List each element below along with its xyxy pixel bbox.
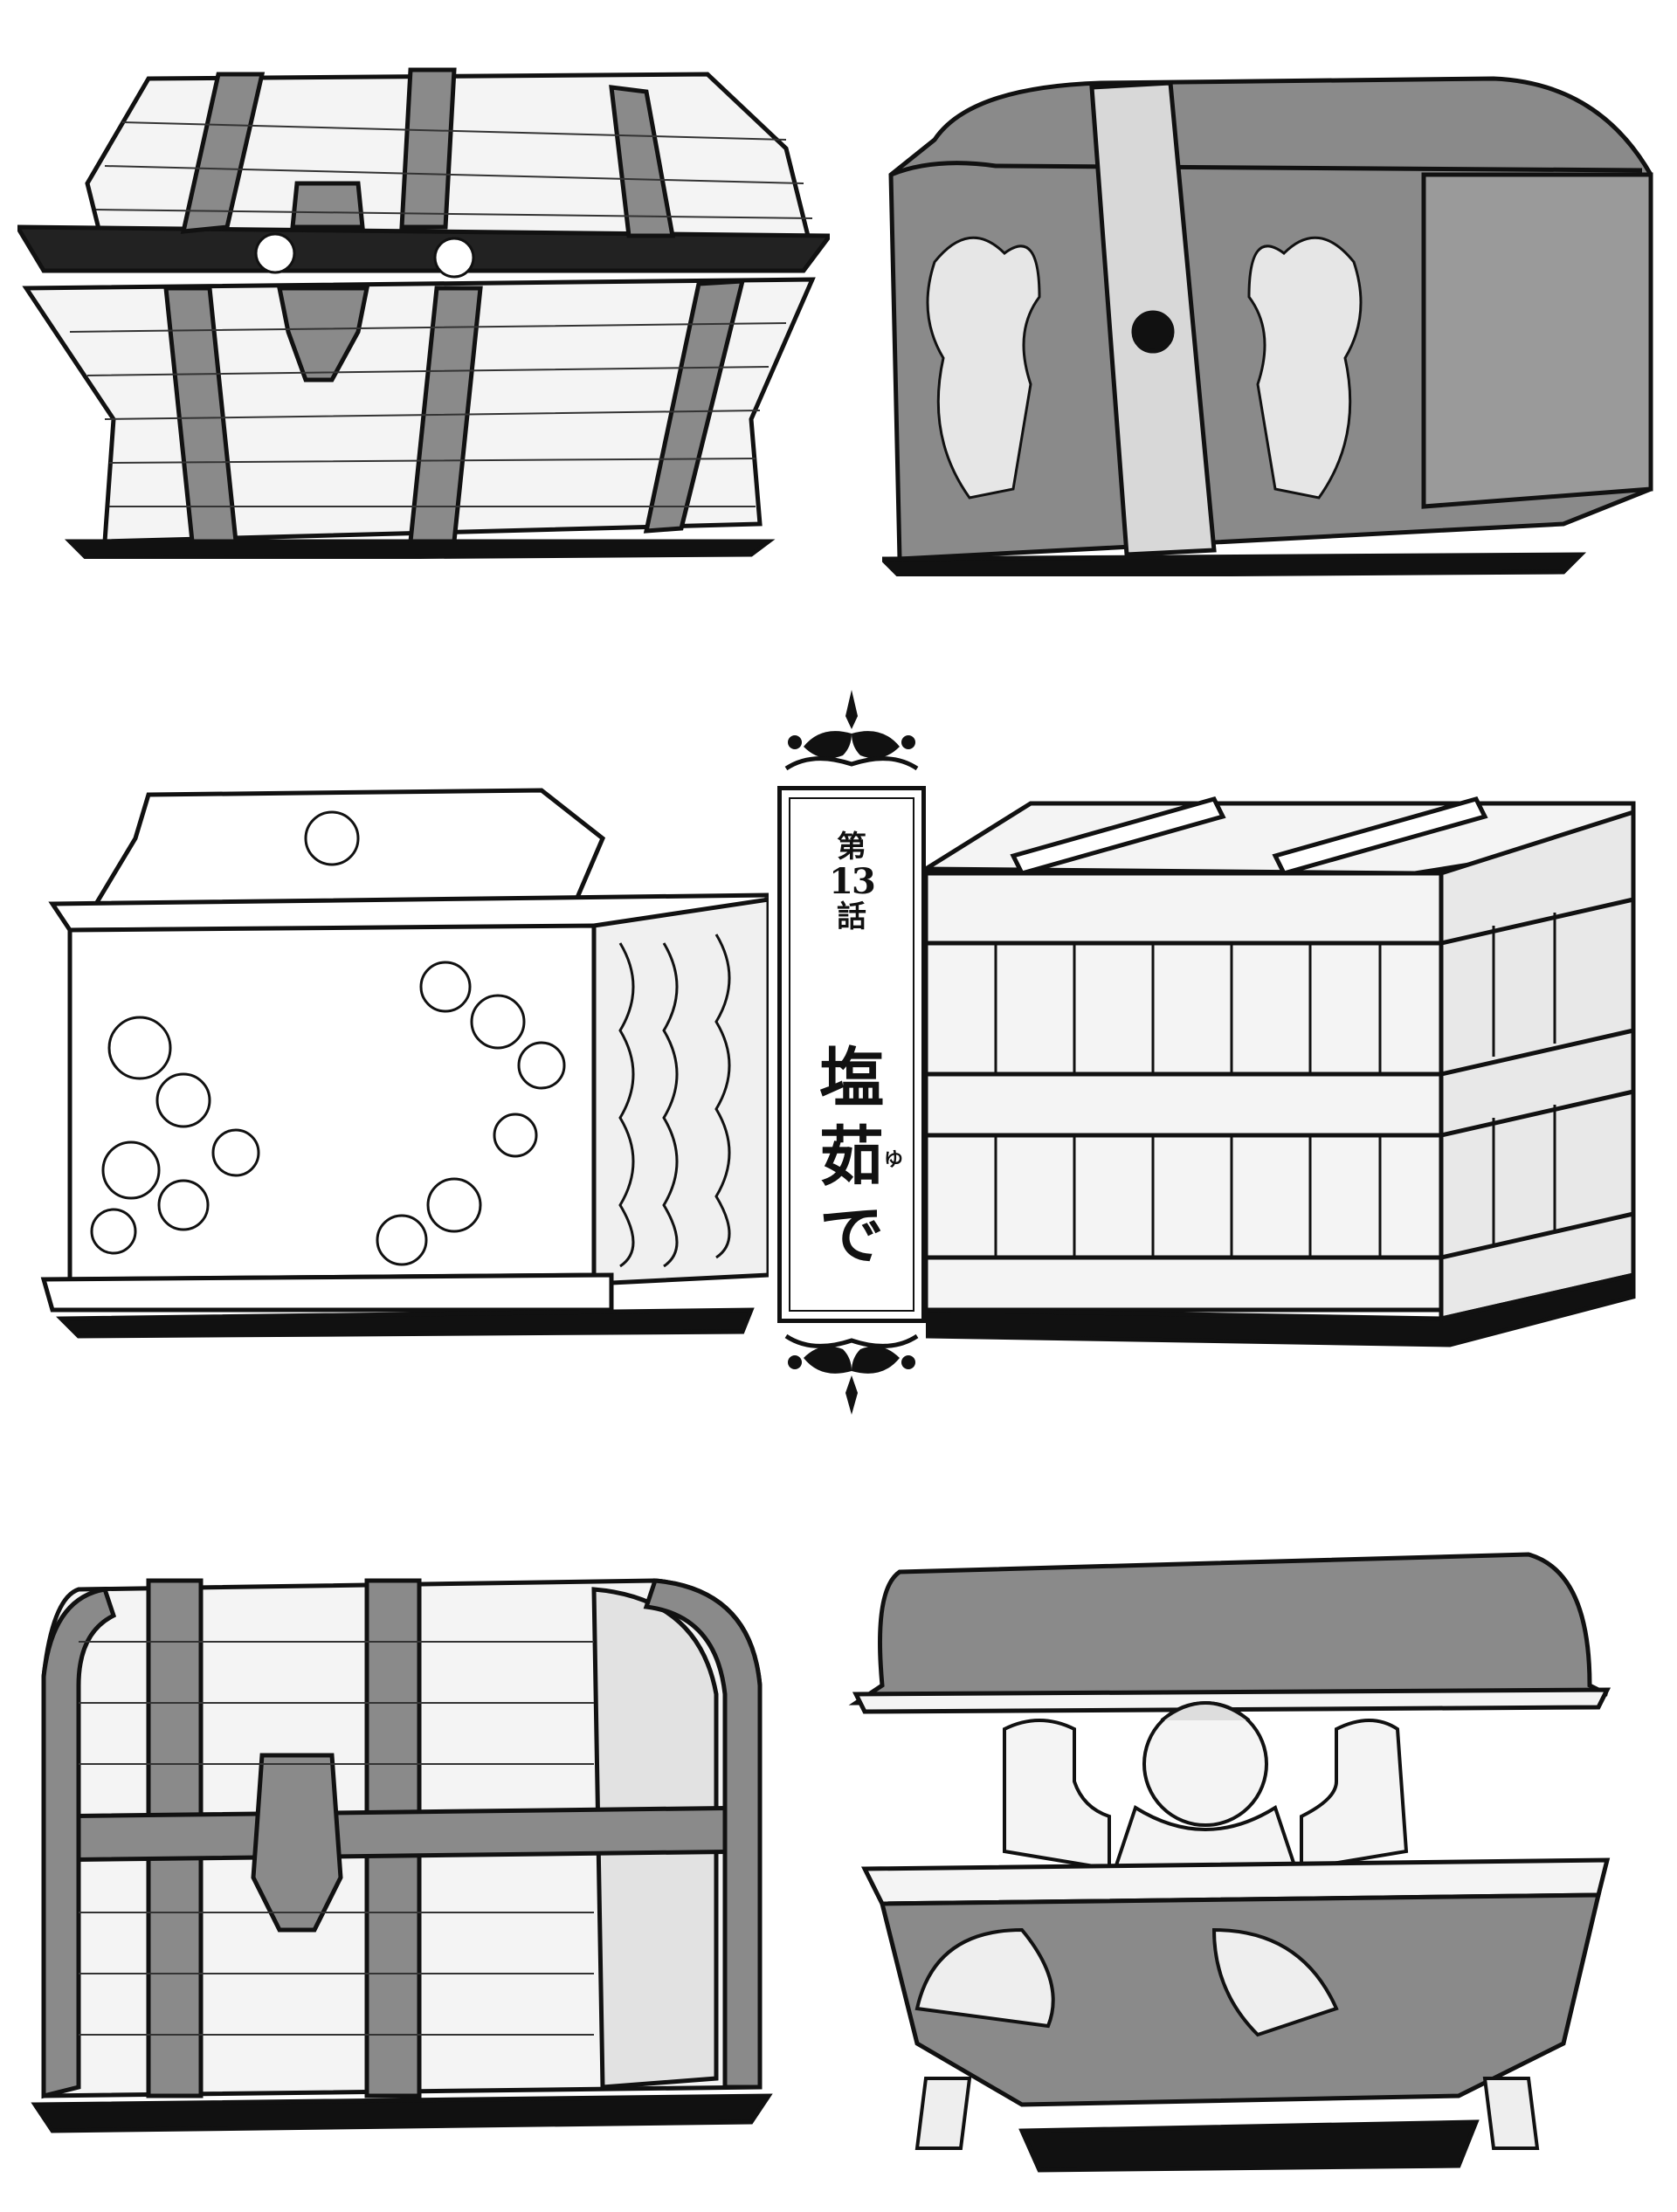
title-frame-inner — [789, 797, 914, 1312]
bottom-ornament-icon — [784, 1333, 919, 1415]
chapter-number: 13 — [829, 861, 876, 902]
title-char-1: 塩 — [819, 1041, 884, 1116]
winged-lion-chest-icon — [882, 76, 1653, 576]
banded-treasure-chest — [31, 1578, 773, 2133]
floral-chest-icon — [40, 788, 769, 1339]
chest-with-person-inside — [848, 1552, 1611, 2173]
title-char-3: で — [819, 1198, 884, 1273]
chapter-suffix: 話 — [837, 899, 866, 934]
chapter-prefix: 第 — [837, 830, 866, 865]
chapter-title: 塩 茹 で — [769, 1039, 935, 1275]
title-frame — [777, 786, 926, 1323]
floral-carved-chest — [40, 788, 769, 1339]
wooden-crate — [926, 796, 1636, 1347]
winged-lion-chest — [882, 76, 1653, 576]
chapter-label: 第 13 話 — [769, 830, 935, 934]
chapter-title-plate: 第 13 話 塩 茹 で ゆ — [769, 681, 935, 1423]
wooden-crate-icon — [926, 796, 1636, 1347]
top-ornament-icon — [784, 690, 919, 771]
furigana: ゆ — [884, 1148, 904, 1171]
treasure-chest-icon — [31, 1578, 773, 2133]
person-in-chest-icon — [848, 1552, 1611, 2173]
mimic-treasure-chest-icon — [17, 67, 830, 559]
mimic-chest — [17, 67, 830, 559]
title-char-2: 茹 — [819, 1120, 884, 1195]
